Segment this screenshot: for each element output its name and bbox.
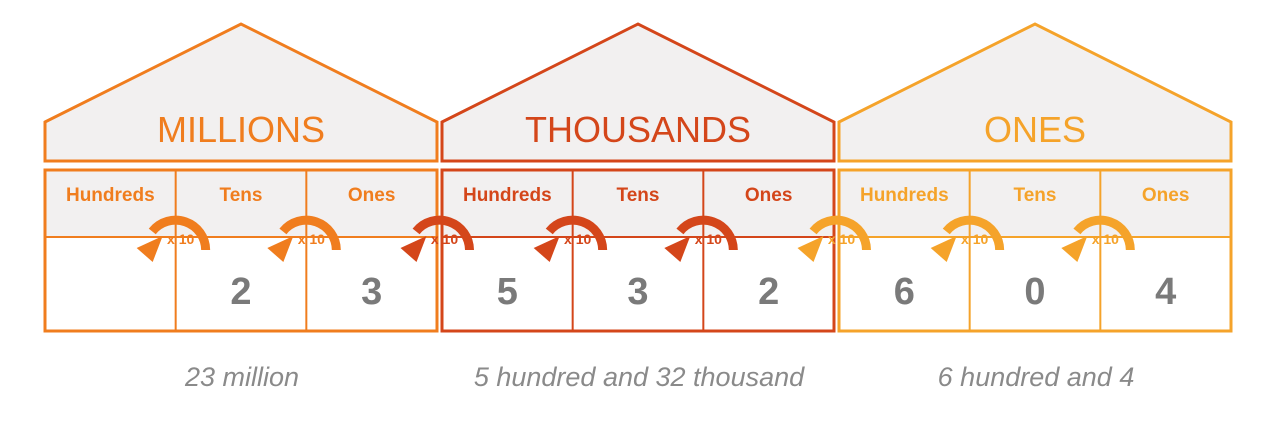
multiplier-label: x 10	[298, 231, 325, 247]
millions-digit-1: 2	[230, 271, 251, 313]
millions-column-label-hundreds: Hundreds	[66, 185, 155, 206]
thousands-column-label-hundreds: Hundreds	[463, 185, 552, 206]
thousands-column-label-tens: Tens	[617, 185, 660, 206]
multiplier-label: x 10	[961, 231, 988, 247]
multiplier-arrow-arc	[809, 215, 871, 251]
thousands-digit-2: 2	[758, 271, 779, 313]
ones-roof	[837, 22, 1233, 163]
multiplier-arrow-head	[533, 236, 560, 262]
caption-millions: 23 million	[184, 362, 300, 392]
multiplier-label: x 10	[1092, 231, 1119, 247]
millions-column-label-tens: Tens	[220, 185, 263, 206]
multiplier-arrow-head	[930, 236, 957, 262]
millions-column-label-ones: Ones	[348, 185, 396, 206]
caption-thousands: 5 hundred and 32 thousand	[473, 362, 805, 392]
multiplier-arrow-head	[136, 236, 163, 262]
ones-column-label-ones: Ones	[1142, 185, 1190, 206]
ones-digit-0: 6	[894, 271, 915, 313]
ones-column-label-hundreds: Hundreds	[860, 185, 949, 206]
ones-frame	[837, 168, 1233, 333]
millions-frame	[43, 168, 439, 333]
ones-digit-2: 4	[1155, 271, 1176, 313]
multiplier-arrow-arc	[148, 215, 211, 251]
multiplier-arrow-arc	[942, 215, 1005, 251]
thousands-title: THOUSANDS	[525, 109, 751, 150]
multiplier-arrow-arc	[676, 215, 738, 251]
thousands-digit-0: 5	[497, 271, 518, 313]
multiplier-arrow-head	[664, 236, 691, 262]
millions-roof	[43, 22, 439, 163]
caption-ones: 6 hundred and 4	[937, 362, 1135, 392]
place-value-houses: MILLIONS Hundreds Tens Ones 2 3 THOUSANDS Hundr…	[43, 22, 1233, 333]
millions-header-band	[45, 170, 437, 237]
multiplier-arrow-arc	[1073, 215, 1135, 251]
multiplier-arrow-head	[797, 236, 824, 262]
ones-column-label-tens: Tens	[1014, 185, 1057, 206]
multiplier-arrow-head	[400, 236, 427, 262]
multiplier-arrow-head	[1061, 236, 1088, 262]
multiplier-label: x 10	[564, 231, 591, 247]
thousands-column-label-ones: Ones	[745, 185, 793, 206]
multiplier-arrow-arc	[279, 215, 341, 251]
thousands-header-band	[442, 170, 834, 237]
multiplier-arrow-arc	[412, 215, 474, 251]
thousands-frame	[440, 168, 836, 333]
thousands-roof	[440, 22, 836, 163]
ones-title: ONES	[984, 109, 1086, 150]
millions-digit-2: 3	[361, 271, 382, 313]
multiplier-label: x 10	[431, 231, 458, 247]
multiplier-label: x 10	[695, 231, 722, 247]
ones-digit-1: 0	[1024, 271, 1045, 313]
multiplier-arrow-head	[267, 236, 294, 262]
multiplier-label: x 10	[828, 231, 855, 247]
thousands-digit-1: 3	[627, 271, 648, 313]
millions-title: MILLIONS	[157, 109, 325, 150]
multiplier-arrow-arc	[545, 215, 608, 251]
ones-header-band	[839, 170, 1231, 237]
multiplier-label: x 10	[167, 231, 194, 247]
